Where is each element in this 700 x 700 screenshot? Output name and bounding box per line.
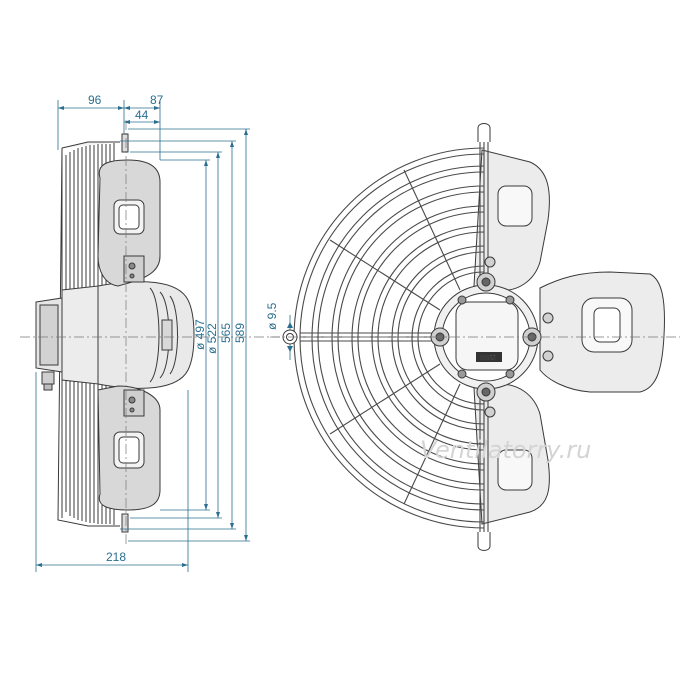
front-view-brand-plate (476, 352, 502, 362)
front-view: EBM (270, 123, 680, 551)
front-view-mount-tab-top (477, 123, 491, 142)
front-view-bolts (430, 256, 554, 418)
dim-hole-diameter: ø 9.5 (265, 302, 279, 330)
watermark-text: Ventilatorry.ru (420, 436, 591, 464)
side-view-dimensions (35, 100, 250, 572)
side-view-flange-top (121, 133, 129, 153)
dim-diameter-565: 565 (219, 323, 233, 343)
side-view-hub (97, 281, 195, 389)
front-view-motor-box (455, 301, 519, 371)
dimension-arrows (36, 106, 293, 567)
side-view-flange-bottom (121, 513, 129, 533)
side-view (20, 120, 280, 545)
dim-total-depth: 218 (106, 550, 126, 564)
dim-depth-front: 96 (88, 93, 102, 107)
dim-diameter-522: ø 522 (205, 323, 219, 354)
dim-depth-rear: 87 (150, 93, 164, 107)
brand-plate-text: EBM (480, 355, 496, 362)
dim-diameter-497: ø 497 (193, 319, 207, 350)
dim-diameter-589: 589 (233, 323, 247, 343)
front-view-mount-tab-bottom (477, 532, 491, 551)
dim-flange-offset: 44 (135, 108, 149, 122)
